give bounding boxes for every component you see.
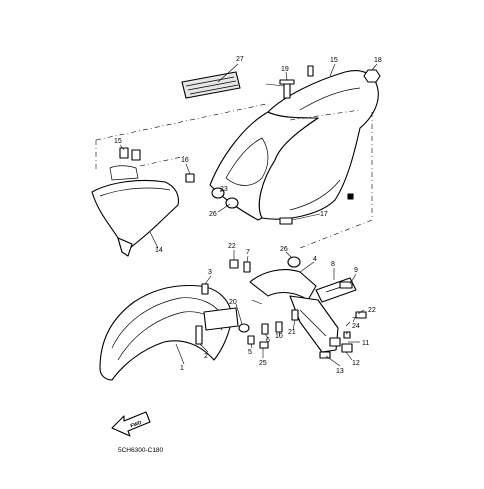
- callout-7b: 7: [352, 317, 356, 324]
- callout-23: 23: [220, 186, 228, 193]
- callout-25: 25: [259, 360, 267, 367]
- callout-10: 10: [275, 333, 283, 340]
- callout-26a: 26: [209, 211, 217, 218]
- callout-12: 12: [352, 360, 360, 367]
- fwd-arrow: FWD: [111, 411, 151, 437]
- assembly-lines: [95, 103, 373, 249]
- callout-9: 9: [354, 267, 358, 274]
- part-4-flap-bracket: [249, 269, 339, 353]
- fwd-label: FWD: [130, 420, 143, 430]
- callout-7: 7: [246, 249, 250, 256]
- part-14-front-cover: [91, 165, 179, 257]
- callout-5: 5: [248, 349, 252, 356]
- callout-14: 14: [155, 247, 163, 254]
- callout-17b: 17: [320, 211, 328, 218]
- callout-19: 19: [281, 66, 289, 73]
- part-27-pad: [181, 71, 241, 99]
- callout-22b: 22: [368, 307, 376, 314]
- part-16-side-cover: [209, 70, 379, 221]
- callout-11: 11: [362, 340, 369, 347]
- callout-21: 20: [229, 299, 237, 306]
- callout-24: 24: [352, 323, 360, 330]
- callout-15: 15: [114, 138, 122, 145]
- part-1-front-fender: [99, 285, 239, 381]
- callout-3: 3: [208, 269, 212, 276]
- callout-17a: 16: [181, 157, 189, 164]
- callout-8: 8: [331, 261, 335, 268]
- callout-13: 13: [336, 368, 344, 375]
- callout-numbers: 27 15 18 19 15 16 23 26 17 14 22 7 26 4 …: [114, 56, 382, 375]
- callout-2: 2: [204, 353, 208, 360]
- callout-27: 27: [236, 56, 244, 63]
- callout-22a: 22: [228, 243, 236, 250]
- callout-1: 1: [180, 365, 184, 372]
- diagram-code: 5CH6300-C180: [118, 447, 164, 454]
- callout-26b: 26: [280, 246, 288, 253]
- callout-4: 4: [313, 256, 317, 263]
- callout-20: 21: [288, 329, 296, 336]
- leader-lines: [119, 63, 378, 367]
- callout-18: 18: [374, 57, 382, 64]
- callout-16: 15: [330, 57, 338, 64]
- callout-6: 6: [266, 337, 270, 344]
